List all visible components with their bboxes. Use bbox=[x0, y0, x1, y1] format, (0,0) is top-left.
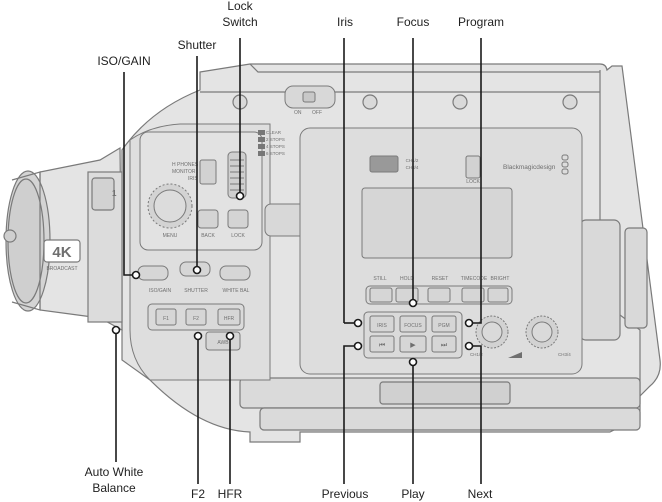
back-label: BACK bbox=[201, 233, 215, 239]
callout-auto-white-balance-line2: Balance bbox=[92, 481, 136, 495]
ch34-label: CH3/4 bbox=[558, 352, 571, 357]
bright-label: BRIGHT bbox=[491, 276, 510, 282]
power-switch[interactable] bbox=[284, 85, 336, 109]
leader-lines bbox=[115, 38, 482, 484]
power-on-label: ON bbox=[294, 110, 302, 116]
callout-iris: Iris bbox=[337, 15, 353, 29]
ch12-label: CH1/2 bbox=[470, 352, 483, 357]
f2-label: F2 bbox=[193, 316, 199, 322]
phones-iris-label: IRIS bbox=[188, 176, 198, 182]
lock-button[interactable] bbox=[227, 209, 249, 229]
format-badge-sub: BROADCAST bbox=[46, 266, 77, 272]
brand-dots bbox=[561, 154, 569, 175]
format-badge: 4K bbox=[52, 244, 71, 261]
back-button[interactable] bbox=[197, 209, 219, 229]
pgm-button[interactable] bbox=[431, 315, 457, 333]
callout-program: Program bbox=[457, 15, 504, 29]
f2-button[interactable] bbox=[185, 308, 207, 326]
svg-text:CLEAR: CLEAR bbox=[266, 130, 282, 135]
callout-focus: Focus bbox=[396, 15, 430, 29]
lock-label: LOCK bbox=[231, 233, 245, 239]
next-icon: ⏭ bbox=[441, 342, 448, 349]
callout-iso-gain: ISO/GAIN bbox=[97, 54, 151, 68]
previous-icon: ⏮ bbox=[379, 342, 385, 349]
leader-markers bbox=[111, 191, 474, 367]
monitor-label: MONITOR bbox=[172, 169, 196, 175]
svg-text:6 STOPS: 6 STOPS bbox=[266, 151, 285, 156]
iris-label: IRIS bbox=[377, 323, 387, 329]
awb-label: AWB bbox=[217, 340, 229, 346]
iris-button[interactable] bbox=[369, 315, 395, 333]
menu-dial[interactable] bbox=[147, 183, 193, 229]
previous-button[interactable] bbox=[369, 335, 395, 353]
callout-lock-switch-line1: Lock bbox=[227, 0, 253, 13]
focus-button[interactable] bbox=[399, 315, 427, 333]
power-off-label: OFF bbox=[312, 110, 322, 116]
f1-button[interactable] bbox=[155, 308, 177, 326]
still-label: STILL bbox=[373, 276, 387, 282]
hfr-button[interactable] bbox=[217, 308, 241, 326]
hfr-label: HFR bbox=[224, 316, 235, 322]
volume-wedge-icon bbox=[508, 352, 522, 358]
brand-logo: Blackmagicdesign bbox=[503, 164, 556, 171]
lens-mark: 1 bbox=[112, 189, 117, 198]
menu-label: MENU bbox=[163, 233, 178, 239]
lock-switch-wheel[interactable] bbox=[227, 151, 247, 199]
timecode-button[interactable] bbox=[461, 287, 485, 303]
callout-shutter: Shutter bbox=[177, 38, 217, 52]
still-button[interactable] bbox=[369, 287, 393, 303]
callout-f2: F2 bbox=[190, 487, 205, 501]
callout-hfr: HFR bbox=[217, 487, 243, 501]
reset-button[interactable] bbox=[427, 287, 451, 303]
callout-previous: Previous bbox=[321, 487, 369, 501]
nd-filter-legend: CLEAR 2 STOPS 4 STOPS 6 STOPS bbox=[258, 130, 285, 156]
phones-label: H PHONES bbox=[172, 162, 199, 168]
f1-label: F1 bbox=[163, 316, 169, 322]
bright-button[interactable] bbox=[487, 287, 509, 303]
iso-gain-switch[interactable] bbox=[137, 265, 169, 281]
timecode-label: TIMECODE bbox=[461, 276, 488, 282]
right-lock-switch[interactable] bbox=[465, 155, 481, 179]
svg-text:2 STOPS: 2 STOPS bbox=[266, 137, 285, 142]
speaker-grille bbox=[369, 155, 399, 173]
iso-gain-panel-label: ISO/GAIN bbox=[149, 288, 172, 294]
focus-label: FOCUS bbox=[404, 323, 422, 329]
headphone-switch[interactable] bbox=[199, 159, 217, 185]
next-button[interactable] bbox=[431, 335, 457, 353]
callout-lock-switch-line2: Switch bbox=[222, 15, 258, 29]
pgm-label: PGM bbox=[438, 323, 449, 329]
white-bal-panel-label: WHITE BAL bbox=[223, 288, 250, 294]
callout-play: Play bbox=[401, 487, 425, 501]
right-lock-label: LOCK bbox=[466, 179, 480, 185]
play-icon: ▶ bbox=[410, 342, 416, 349]
callout-auto-white-balance-line1: Auto White bbox=[84, 465, 144, 479]
svg-text:4 STOPS: 4 STOPS bbox=[266, 144, 285, 149]
white-bal-switch[interactable] bbox=[219, 265, 251, 281]
lens bbox=[3, 146, 123, 332]
hold-label: HOLD bbox=[400, 276, 414, 282]
reset-label: RESET bbox=[432, 276, 449, 282]
shutter-panel-label: SHUTTER bbox=[184, 288, 208, 294]
callout-next: Next bbox=[467, 487, 493, 501]
play-button[interactable] bbox=[399, 335, 427, 353]
